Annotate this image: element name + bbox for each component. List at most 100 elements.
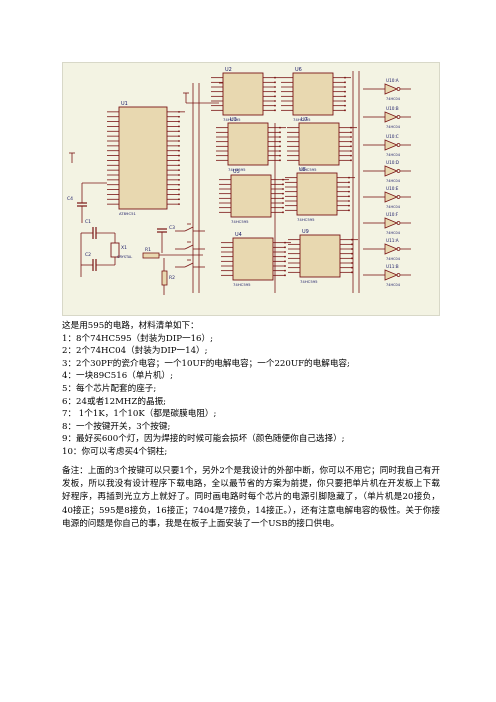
label-c3: C3 bbox=[169, 225, 175, 231]
pin-dot bbox=[178, 144, 180, 147]
pin-dot bbox=[274, 104, 276, 107]
pin-dot bbox=[279, 140, 281, 143]
pin-dot bbox=[282, 192, 284, 195]
ic-chip bbox=[118, 106, 168, 210]
chip-part: 74HC595 bbox=[293, 117, 311, 122]
pin-dot bbox=[348, 209, 350, 212]
pin-dot bbox=[178, 178, 180, 181]
pin-dot bbox=[178, 149, 180, 152]
pin-dot bbox=[274, 100, 276, 102]
pin-dot bbox=[274, 81, 276, 84]
inverter-gate bbox=[384, 111, 399, 123]
gate-label: U11:A bbox=[386, 238, 399, 243]
pin-dot bbox=[282, 206, 284, 209]
gate-part: 74HC04 bbox=[386, 153, 401, 157]
pin-dot bbox=[344, 95, 346, 98]
pin-dot bbox=[178, 174, 180, 176]
pin-dot bbox=[348, 186, 350, 188]
pin-dot bbox=[178, 169, 180, 172]
pin-dot bbox=[351, 262, 353, 264]
label-x1: X1 bbox=[121, 245, 127, 251]
gate-label: U10:D bbox=[386, 160, 399, 165]
ic-chip bbox=[230, 174, 272, 218]
label-r1: R1 bbox=[145, 247, 151, 253]
pin-dot bbox=[178, 115, 180, 118]
gate-part: 74HC04 bbox=[386, 125, 401, 129]
pin-dot bbox=[284, 260, 286, 263]
pin-dot bbox=[344, 109, 346, 112]
pin-dot bbox=[351, 266, 353, 269]
pin-dot bbox=[350, 140, 352, 143]
pin-dot bbox=[282, 211, 284, 214]
pin-dot bbox=[178, 198, 180, 201]
pin-dot bbox=[178, 140, 180, 142]
ic-chip bbox=[296, 172, 338, 216]
material-item-1: 1：8个74HC595（封装为DIP一16）; bbox=[62, 333, 213, 344]
inverter-gate bbox=[384, 139, 399, 151]
pin-dot bbox=[344, 90, 346, 93]
pin-dot bbox=[178, 164, 180, 167]
pin-dot bbox=[348, 200, 350, 202]
chip-part: AT89C51 bbox=[119, 211, 137, 216]
gate-label: U11:B bbox=[386, 264, 399, 269]
material-item-2: 2：2个74HC04（封装为DIP一14）; bbox=[62, 346, 208, 357]
chip-label: U3 bbox=[230, 117, 237, 123]
pin-dot bbox=[279, 159, 281, 162]
chip-part: 74HC595 bbox=[231, 219, 249, 224]
pin-dot bbox=[284, 255, 286, 258]
chip-part: 74HC595 bbox=[300, 279, 318, 284]
article-text: 这是用595的电路，材料清单如下： 1：8个74HC595（封装为DIP一16）… bbox=[62, 320, 440, 532]
label-r2: R2 bbox=[169, 275, 175, 281]
pin-dot bbox=[178, 203, 180, 206]
materials-intro: 这是用595的电路，材料清单如下： bbox=[62, 321, 199, 331]
pin-dot bbox=[350, 145, 352, 148]
pin-dot bbox=[279, 154, 281, 157]
pin-dot bbox=[350, 136, 352, 138]
pin-dot bbox=[178, 159, 180, 162]
pin-dot bbox=[274, 95, 276, 98]
pin-dot bbox=[274, 86, 276, 88]
label-c1: C1 bbox=[85, 219, 91, 225]
pin-dot bbox=[282, 197, 284, 200]
pin-dot bbox=[274, 109, 276, 112]
pin-dot bbox=[351, 271, 353, 274]
pin-dot bbox=[282, 188, 284, 190]
gate-part: 74HC04 bbox=[386, 179, 401, 183]
pin-dot bbox=[279, 150, 281, 152]
schematic-drawing: U1AT89C51U274HC595U674HC595U374HC595U774… bbox=[67, 67, 411, 295]
pin-dot bbox=[274, 90, 276, 93]
ic-chip bbox=[227, 122, 269, 166]
pin-dot bbox=[348, 204, 350, 207]
gate-label: U10:A bbox=[386, 78, 399, 83]
inverter-gate bbox=[384, 83, 399, 95]
pin-dot bbox=[351, 257, 353, 260]
chip-part: 74HC595 bbox=[299, 167, 317, 172]
material-item-4: 4：一块89C516（单片机）; bbox=[62, 371, 174, 382]
pin-dot bbox=[284, 274, 286, 277]
pin-dot bbox=[348, 195, 350, 198]
material-item-3: 3：2个30PF的瓷介电容；一个10UF的电解电容；一个220UF的电解电容; bbox=[62, 358, 350, 369]
inverter-gate bbox=[384, 269, 399, 281]
pin-dot bbox=[178, 193, 180, 196]
pin-dot bbox=[279, 136, 281, 138]
pin-dot bbox=[351, 248, 353, 250]
pin-dot bbox=[350, 154, 352, 157]
pin-dot bbox=[178, 130, 180, 133]
chip-part: 74HC595 bbox=[223, 117, 241, 122]
button-switch bbox=[184, 226, 194, 232]
pin-dot bbox=[178, 154, 180, 157]
chip-label: U8 bbox=[299, 167, 306, 173]
chip-part: 74HC595 bbox=[297, 217, 315, 222]
pin-dot bbox=[178, 188, 180, 191]
pin-dot bbox=[344, 86, 346, 88]
pin-dot bbox=[282, 202, 284, 204]
pin-dot bbox=[351, 243, 353, 246]
ic-chip bbox=[222, 72, 264, 116]
gate-part: 74HC04 bbox=[386, 257, 401, 261]
pin-dot bbox=[284, 269, 286, 272]
pin-dot bbox=[348, 190, 350, 193]
chip-part: 74HC595 bbox=[233, 282, 251, 287]
inverter-gate bbox=[384, 217, 399, 229]
pin-dot bbox=[282, 183, 284, 186]
